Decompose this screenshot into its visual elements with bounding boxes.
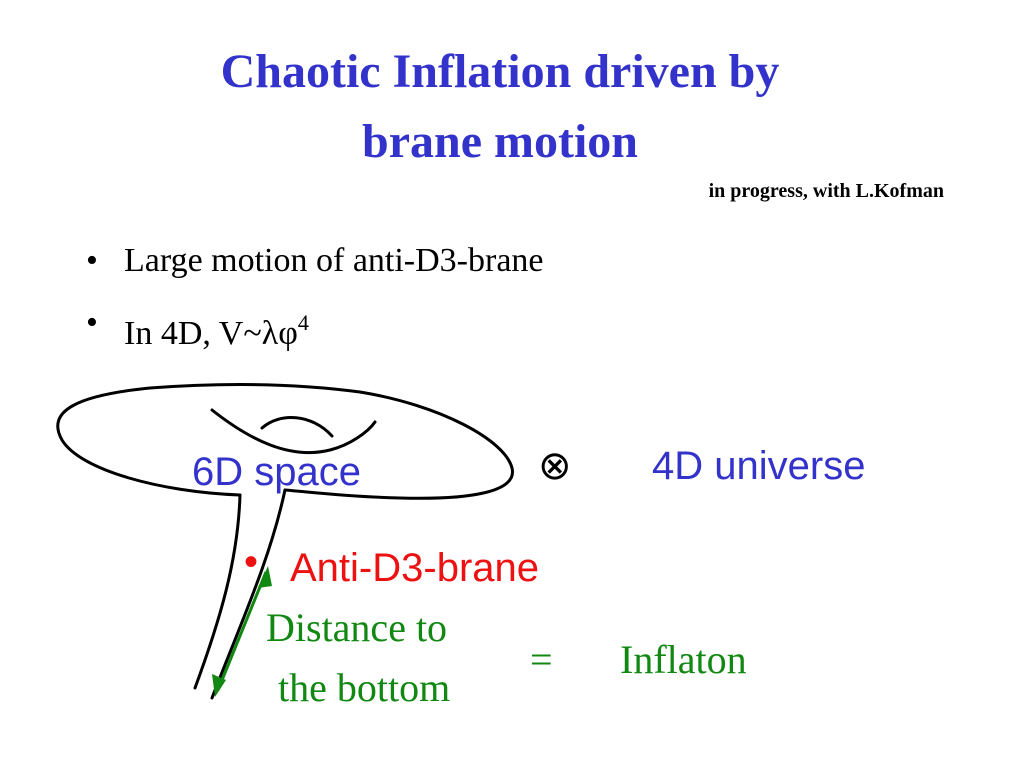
- bullet-superscript: 4: [297, 310, 309, 335]
- distance-arrow: [216, 571, 268, 691]
- bullet-marker: •: [86, 304, 98, 341]
- distance-arrow-head-bottom: [212, 674, 226, 697]
- label-distance-line-1: Distance to: [266, 605, 448, 650]
- label-4d-universe: 4D universe: [652, 444, 866, 488]
- handle-lower-curve: [210, 408, 377, 455]
- slide-subtitle: in progress, with L.Kofman: [708, 180, 944, 202]
- label-anti-d3-brane: Anti-D3-brane: [290, 546, 540, 590]
- slide-title-line-1: Chaotic Inflation driven by: [220, 45, 780, 98]
- handle-upper-curve: [260, 416, 334, 438]
- label-6d-space: 6D space: [192, 450, 361, 494]
- bullet-item: • In 4D, V~λφ4: [86, 298, 544, 360]
- throat-left-wall: [193, 493, 242, 690]
- bullet-marker: •: [86, 242, 98, 279]
- bullet-text: In 4D, V~λφ: [124, 315, 298, 352]
- label-distance-line-2: the bottom: [278, 665, 451, 710]
- slide-title-line-2: brane motion: [362, 115, 638, 168]
- manifold-outline: [56, 383, 514, 500]
- bullet-item: • Large motion of anti-D3-brane: [86, 236, 544, 298]
- equals-sign: =: [530, 637, 553, 682]
- brane-marker: •: [244, 540, 259, 584]
- throat-right-wall: [210, 488, 287, 700]
- label-inflaton: Inflaton: [620, 637, 747, 682]
- bullet-text: Large motion of anti-D3-brane: [124, 242, 544, 279]
- bullet-list: • Large motion of anti-D3-brane • In 4D,…: [86, 236, 544, 360]
- distance-arrow-head-top: [258, 566, 272, 588]
- tensor-product-symbol: ⊗: [538, 443, 572, 488]
